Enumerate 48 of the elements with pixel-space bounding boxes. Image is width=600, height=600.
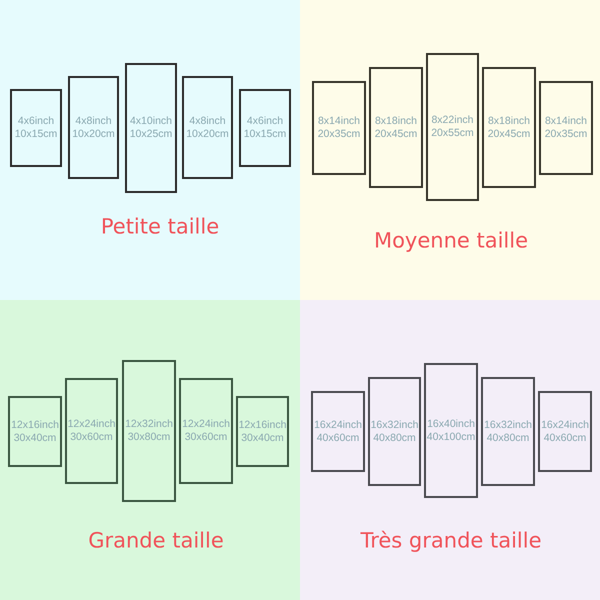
canvas-frame xyxy=(182,76,233,179)
canvas-frame xyxy=(369,67,423,188)
quadrant-panel xyxy=(0,300,300,600)
size-label: 12x16inch 30x40cm xyxy=(238,418,286,444)
size-label: 8x18inch 20x45cm xyxy=(488,114,530,140)
quadrant-panel xyxy=(300,0,600,300)
canvas-frame xyxy=(65,378,118,484)
canvas-frame xyxy=(482,67,536,188)
size-label: 8x14inch 20x35cm xyxy=(318,115,360,141)
size-label: 12x16inch 30x40cm xyxy=(11,418,59,444)
size-category-heading: Très grande taille xyxy=(360,528,542,554)
canvas-frame xyxy=(426,53,479,201)
canvas-frame xyxy=(8,396,62,467)
size-label: 8x22inch 20x55cm xyxy=(431,114,474,140)
size-label: 16x24inch 40x60cm xyxy=(314,418,362,444)
canvas-frame xyxy=(10,89,62,167)
size-label: 12x24inch 30x60cm xyxy=(182,418,230,444)
canvas-frame xyxy=(236,396,289,467)
size-label: 12x32inch 30x80cm xyxy=(125,418,173,444)
canvas-frame xyxy=(312,81,366,175)
size-category-heading: Moyenne taille xyxy=(374,228,528,254)
size-label: 4x6inch 10x15cm xyxy=(14,115,58,141)
size-label: 4x6inch 10x15cm xyxy=(244,115,286,141)
size-label: 8x14inch 20x35cm xyxy=(544,115,588,141)
size-label: 4x8inch 10x20cm xyxy=(186,114,229,140)
canvas-frame xyxy=(424,363,478,498)
size-label: 16x32inch 40x80cm xyxy=(484,418,532,444)
size-category-heading: Grande taille xyxy=(88,528,224,554)
canvas-frame xyxy=(239,89,291,167)
size-label: 16x24inch 40x60cm xyxy=(541,418,589,444)
canvas-frame xyxy=(481,377,535,486)
size-label: 8x18inch 20x45cm xyxy=(374,114,418,140)
canvas-frame xyxy=(125,63,177,193)
quadrant-panel xyxy=(300,300,600,600)
size-category-heading: Petite taille xyxy=(100,214,220,240)
size-label: 4x8inch 10x20cm xyxy=(72,114,115,140)
size-label: 16x40inch 40x100cm xyxy=(426,418,476,444)
canvas-frame xyxy=(122,360,176,502)
size-label: 4x10inch 10x25cm xyxy=(130,115,172,141)
quadrant-panel xyxy=(0,0,300,300)
canvas-frame xyxy=(368,377,421,486)
canvas-frame xyxy=(538,391,592,472)
size-label: 12x24inch 30x60cm xyxy=(68,418,116,444)
canvas-frame xyxy=(179,378,233,484)
canvas-frame xyxy=(539,81,593,175)
size-label: 16x32inch 40x80cm xyxy=(370,418,418,444)
canvas-frame xyxy=(311,391,365,472)
canvas-frame xyxy=(68,76,119,179)
